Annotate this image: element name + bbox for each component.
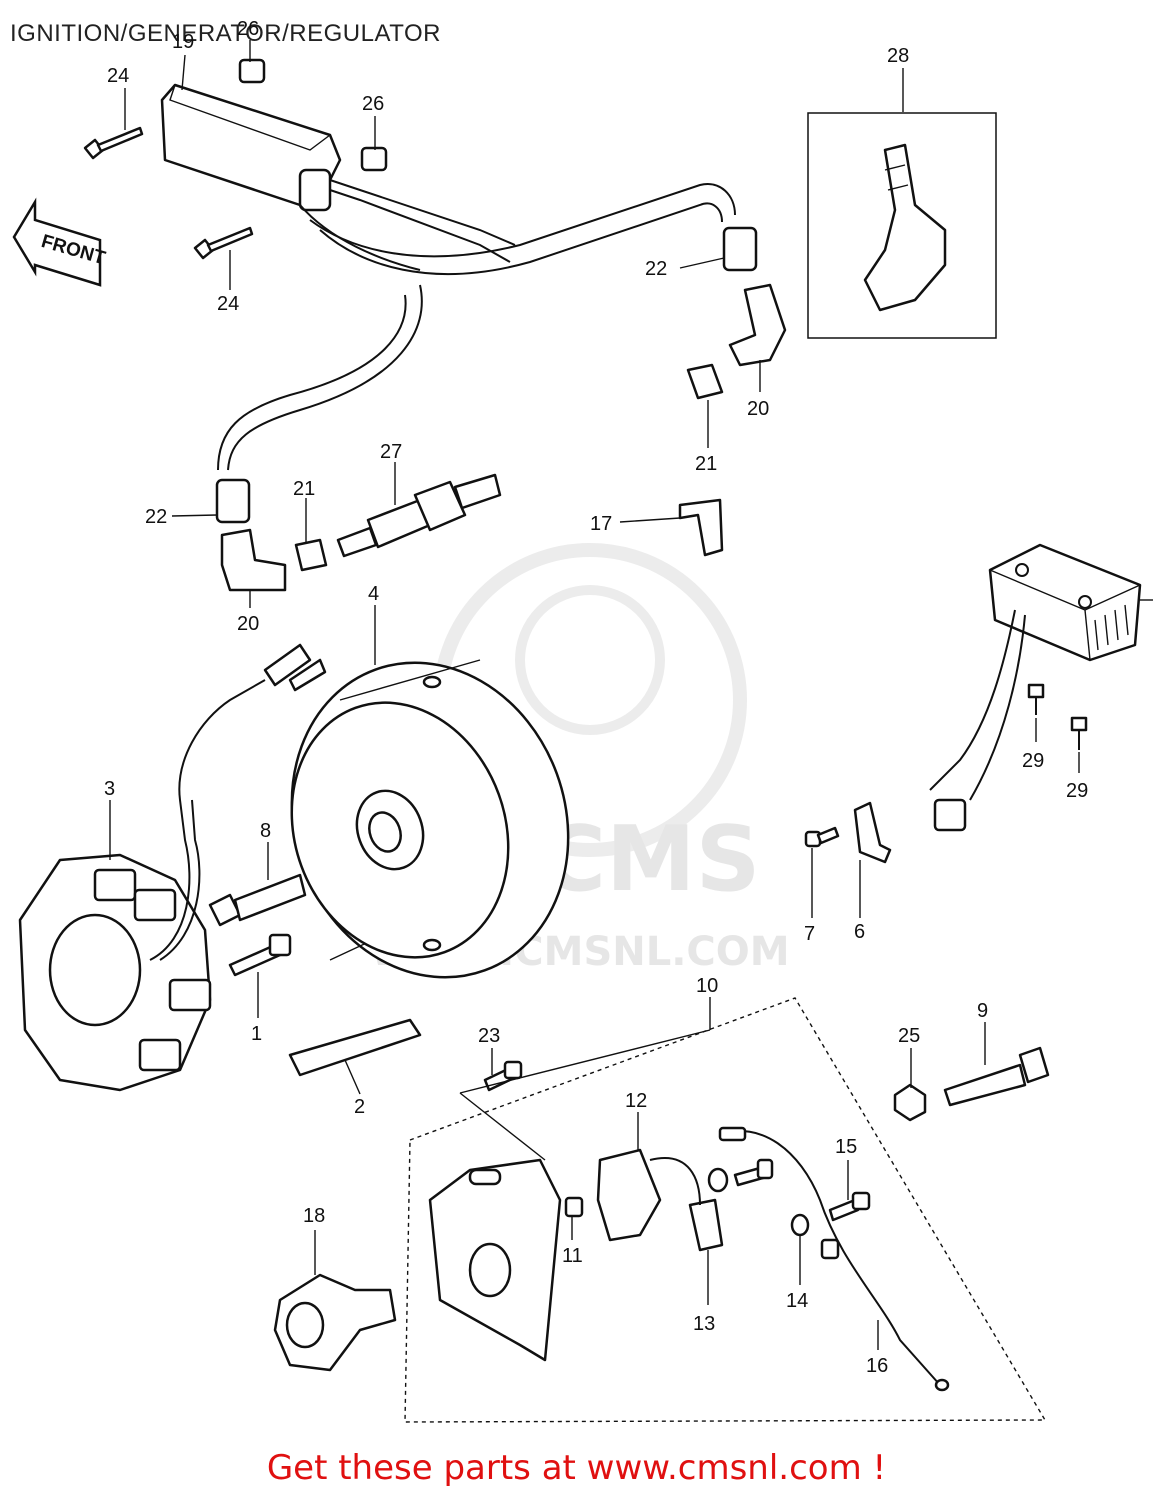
- callout-22-left: 22: [145, 506, 167, 528]
- cap-22-left: [215, 478, 251, 524]
- callout-21-right: 21: [695, 453, 717, 475]
- callout-29-a: 29: [1022, 750, 1044, 772]
- clamp-6: [853, 801, 892, 864]
- cap-26-a: [238, 58, 266, 84]
- bracket-17: [678, 498, 724, 557]
- callout-17: 17: [590, 513, 612, 535]
- callout-9: 9: [977, 1000, 988, 1022]
- callout-15: 15: [835, 1136, 857, 1158]
- callout-19: 19: [172, 31, 194, 53]
- callout-3: 3: [104, 778, 115, 800]
- bolt-24-top: [83, 126, 144, 160]
- callout-7: 7: [804, 923, 815, 945]
- leader-lines: [109, 40, 1080, 1350]
- condenser-13: [688, 1198, 724, 1252]
- callout-24-top: 24: [107, 65, 129, 87]
- felt-11: [564, 1196, 584, 1218]
- screw-1: [228, 933, 292, 977]
- callout-20-right: 20: [747, 398, 769, 420]
- callout-labels: 24 19 26 26 24 28 22 20 21 27 21 22 17 2…: [104, 18, 1088, 1377]
- callout-11: 11: [562, 1245, 583, 1267]
- screw-7: [804, 826, 840, 848]
- callout-2: 2: [354, 1096, 365, 1118]
- lead-wire-16: [718, 1126, 950, 1392]
- seal-21-left: [294, 538, 328, 572]
- bolt-8: [208, 873, 307, 927]
- breaker-assembly-box: [404, 997, 1047, 1423]
- ht-lead-left: [227, 284, 423, 471]
- callout-8: 8: [260, 820, 271, 842]
- screw-29-b: [1070, 716, 1088, 750]
- breaker-plate: [428, 1158, 562, 1362]
- front-arrow-icon: FRONT: [12, 197, 108, 287]
- callout-13: 13: [693, 1313, 715, 1335]
- callout-23: 23: [478, 1025, 500, 1047]
- bolt-9: [943, 1046, 1050, 1107]
- callout-26-b: 26: [362, 93, 384, 115]
- callout-26-a: 26: [237, 18, 259, 40]
- plug-cap-28-box: [807, 112, 997, 339]
- ht-lead-left-2: [217, 294, 407, 471]
- callout-6: 6: [854, 921, 865, 943]
- plug-cap-20-right: [728, 283, 787, 367]
- flywheel-rotor: [290, 659, 570, 979]
- contact-points-12: [596, 1148, 662, 1242]
- screw-29-a: [1027, 683, 1045, 715]
- callout-20-left: 20: [237, 613, 259, 635]
- watermark-brand: CMS: [540, 807, 760, 912]
- screw-15: [828, 1191, 871, 1222]
- stator: [18, 643, 327, 1092]
- condenser-lead: [649, 1157, 701, 1206]
- key-2: [288, 1018, 422, 1077]
- seal-21-right: [686, 363, 724, 400]
- bolt-24-bottom: [193, 226, 254, 260]
- regulator: [929, 543, 1153, 832]
- callout-28: 28: [887, 45, 909, 67]
- ignition-coil: [160, 83, 736, 276]
- timing-advancer-18: [273, 1273, 397, 1372]
- callout-29-b: 29: [1066, 780, 1088, 802]
- callout-1: 1: [251, 1023, 262, 1045]
- washer-14: [790, 1213, 810, 1237]
- callout-18: 18: [303, 1205, 325, 1227]
- callout-24-bottom: 24: [217, 293, 239, 315]
- callout-16: 16: [866, 1355, 888, 1377]
- callout-25: 25: [898, 1025, 920, 1047]
- callout-21-left: 21: [293, 478, 315, 500]
- screw-misc: [707, 1158, 774, 1193]
- footer-link[interactable]: Get these parts at www.cmsnl.com !: [266, 1448, 887, 1488]
- spark-plug-27: [336, 473, 502, 558]
- callout-4: 4: [368, 583, 379, 605]
- callout-22-right: 22: [645, 258, 667, 280]
- callout-14: 14: [786, 1290, 808, 1312]
- cap-22-right: [722, 226, 758, 272]
- nut-25: [893, 1083, 927, 1122]
- callout-10: 10: [696, 975, 718, 997]
- callout-27: 27: [380, 441, 402, 463]
- callout-12: 12: [625, 1090, 647, 1112]
- page-title: IGNITION/GENERATOR/REGULATOR: [10, 20, 441, 47]
- cap-26-b: [360, 146, 388, 172]
- plug-cap-20-left: [220, 528, 287, 592]
